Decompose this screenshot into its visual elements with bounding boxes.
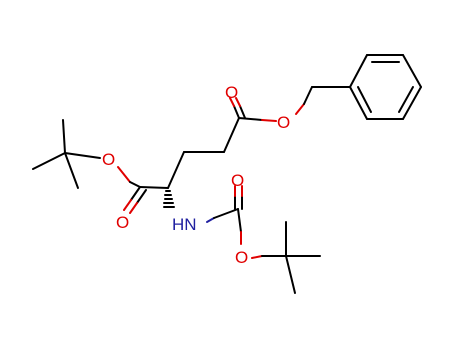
boc-group: [206, 185, 321, 294]
aromatic-inner-bond: [398, 86, 414, 113]
bond: [223, 117, 240, 153]
bond: [62, 119, 66, 154]
bond: [129, 181, 141, 188]
bond: [139, 186, 169, 189]
bond: [238, 117, 263, 121]
bond: [129, 202, 138, 214]
bond: [229, 97, 235, 107]
bond: [64, 152, 101, 159]
oxygen-label: O: [235, 248, 248, 267]
oxygen-label: O: [102, 150, 115, 169]
oxygen-label: O: [231, 171, 244, 190]
nitrogen-label: HN: [172, 215, 197, 234]
tert-butyl-ester-group: [32, 119, 101, 189]
side-chain: [167, 86, 351, 189]
bond: [136, 189, 147, 204]
oxygen-label: O: [277, 113, 290, 132]
bond: [261, 119, 277, 122]
bond: [130, 186, 141, 201]
bond: [167, 151, 185, 189]
oxygen-label: O: [225, 83, 238, 102]
bond: [402, 54, 422, 88]
bond: [349, 54, 368, 88]
bond: [235, 97, 241, 107]
phenyl-ring: [349, 54, 422, 120]
bond: [402, 86, 422, 120]
stereo-hash-bond: [163, 190, 175, 208]
bond: [285, 255, 296, 294]
bond: [295, 103, 305, 115]
bond: [233, 105, 240, 119]
bond: [206, 217, 215, 223]
bond: [237, 208, 242, 233]
bond: [117, 166, 131, 183]
tbu-ester-linkage: [117, 166, 169, 214]
bond: [349, 86, 368, 120]
bond: [251, 255, 263, 259]
bond: [64, 152, 79, 189]
bond: [213, 208, 239, 219]
aromatic-inner-bond: [357, 86, 372, 113]
bond: [32, 152, 66, 170]
oxygen-label: O: [116, 213, 129, 232]
bond: [303, 86, 313, 105]
bond: [239, 105, 246, 119]
bond: [123, 199, 132, 211]
